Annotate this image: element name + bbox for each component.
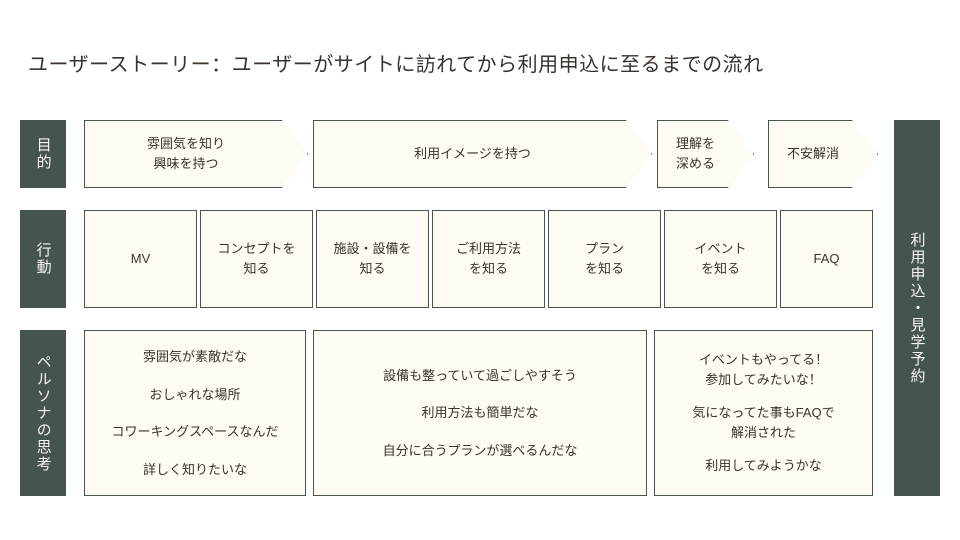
action-box-mv-line-1: MV (130, 250, 151, 266)
purpose-arrow-1-line-1: 雰囲気を知り興味を持つ (147, 134, 225, 174)
purpose-arrow-4-line-1: 不安解消 (786, 145, 839, 161)
purpose-arrow-1-line-2: 興味を持つ (153, 156, 219, 171)
cta-bar-application-reservation: 利用申込・見学予約 (894, 120, 940, 496)
action-box-concept[interactable]: コンセプトを知る (200, 210, 313, 308)
action-box-plan-label: プランを知る (585, 239, 624, 279)
action-box-usage-label: ご利用方法を知る (456, 239, 521, 279)
page-title: ユーザーストーリー：ユーザーがサイトに訪れてから利用申込に至るまでの流れ (28, 54, 764, 76)
action-box-event-line-1: イベント (694, 240, 747, 256)
action-box-faq-label: FAQ (813, 249, 839, 269)
action-box-faq[interactable]: FAQ (780, 210, 873, 308)
action-box-concept-label: コンセプトを知る (217, 239, 295, 279)
persona-consideration-thought-2: 利用方法も簡単だな (421, 403, 538, 423)
persona-awareness-thought-1: 雰囲気が素敵だな (143, 347, 247, 367)
persona-awareness-thought-4-line-1: 詳しく知りたいな (142, 461, 247, 477)
action-box-concept-line-2: 知る (243, 261, 270, 276)
action-box-usage-line-1: ご利用方法 (455, 240, 521, 256)
action-box-facilities[interactable]: 施設・設備を知る (316, 210, 429, 308)
purpose-arrow-3-line-1: 理解を深める (676, 134, 715, 174)
purpose-arrow-3-line-2: 深める (675, 156, 715, 171)
persona-awareness-thought-3-line-1: コワーキングスペースなんだ (111, 424, 279, 439)
purpose-arrow-4-line-1: 不安解消 (787, 144, 839, 164)
persona-decision-thought-1-line-2: 参加してみたいな！ (705, 371, 822, 387)
persona-decision-thought-1-line-1: イベントもやってる！ (698, 352, 829, 368)
action-box-concept-line-1: コンセプトを (217, 240, 296, 256)
purpose-arrow-1: 雰囲気を知り興味を持つ (84, 120, 308, 188)
persona-decision-thought-2-line-2: 解消された (730, 424, 796, 440)
persona-consideration-thought-3-line-1: 自分に合うプランが選べるんだな (382, 442, 578, 458)
persona-awareness-thought-2: おしゃれな場所 (149, 385, 240, 405)
persona-consideration-thought-2-line-1: 利用方法も簡単だな (421, 405, 539, 421)
purpose-arrow-3: 理解を深める (657, 120, 754, 188)
persona-thoughts-consideration: 設備も整っていて過ごしやすそう利用方法も簡単だな自分に合うプランが選べるんだな (313, 330, 647, 496)
action-box-facilities-line-2: 知る (359, 261, 386, 276)
persona-decision-thought-2: 気になってた事もFAQで解消された (692, 403, 834, 442)
persona-awareness-thought-3: コワーキングスペースなんだ (111, 422, 278, 442)
purpose-arrow-2-line-1: 利用イメージを持つ (414, 145, 531, 161)
persona-decision-thought-1: イベントもやってる！ 参加してみたいな！ (699, 350, 828, 389)
purpose-arrow-2-line-1: 利用イメージを持つ (414, 144, 531, 164)
action-box-usage[interactable]: ご利用方法を知る (432, 210, 545, 308)
persona-awareness-thought-4: 詳しく知りたいな (143, 460, 247, 480)
persona-consideration-thought-1-line-1: 設備も整っていて過ごしやすそう (383, 367, 577, 383)
purpose-arrow-4: 不安解消 (768, 120, 878, 188)
row-label-action: 行動 (20, 210, 66, 308)
action-box-plan-line-1: プラン (584, 240, 624, 256)
action-box-faq-line-1: FAQ (813, 250, 840, 266)
action-box-plan-line-2: を知る (584, 261, 624, 276)
persona-consideration-thought-1: 設備も整っていて過ごしやすそう (383, 366, 577, 386)
action-box-usage-line-2: を知る (468, 261, 508, 276)
action-box-mv-label: MV (131, 249, 151, 269)
persona-thoughts-decision: イベントもやってる！ 参加してみたいな！ 気になってた事もFAQで解消された利用して… (654, 330, 873, 496)
persona-thoughts-awareness: 雰囲気が素敵だなおしゃれな場所コワーキングスペースなんだ詳しく知りたいな (84, 330, 306, 496)
purpose-arrow-1-line-1: 雰囲気を知り (146, 135, 225, 151)
persona-decision-thought-2-line-1: 気になってた事もFAQで (692, 405, 835, 421)
persona-decision-thought-3: 利用してみようかな (705, 456, 822, 476)
action-box-mv[interactable]: MV (84, 210, 197, 308)
action-box-event[interactable]: イベントを知る (664, 210, 777, 308)
action-box-event-line-2: を知る (700, 261, 740, 276)
row-label-persona: ペルソナの思考 (20, 330, 66, 496)
persona-consideration-thought-3: 自分に合うプランが選べるんだな (383, 441, 578, 461)
purpose-arrow-3-line-1: 理解を (675, 135, 715, 151)
purpose-arrow-2: 利用イメージを持つ (313, 120, 652, 188)
persona-awareness-thought-2-line-1: おしゃれな場所 (149, 386, 241, 402)
action-box-plan[interactable]: プランを知る (548, 210, 661, 308)
row-label-purpose: 目的 (20, 120, 66, 188)
persona-decision-thought-3-line-1: 利用してみようかな (705, 458, 822, 474)
persona-awareness-thought-1-line-1: 雰囲気が素敵だな (142, 349, 247, 364)
action-box-event-label: イベントを知る (694, 239, 746, 279)
action-box-facilities-line-1: 施設・設備を (333, 240, 412, 256)
action-box-facilities-label: 施設・設備を知る (333, 239, 411, 279)
